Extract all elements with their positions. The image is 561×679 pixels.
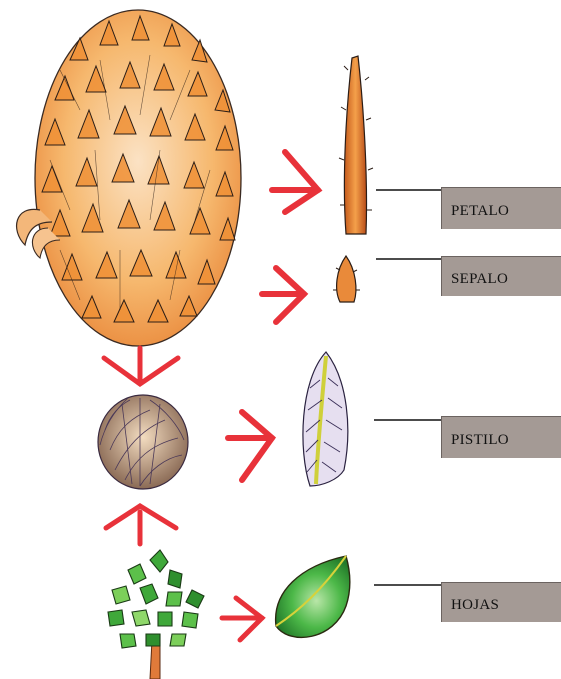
label-pistilo-text: PISTILO <box>451 432 509 449</box>
label-sepalo: SEPALO <box>441 256 561 296</box>
sepal-illustration <box>333 256 360 302</box>
label-hojas-text: HOJAS <box>451 597 499 614</box>
leaf-illustration <box>276 556 350 637</box>
label-petalo: PETALO <box>441 187 561 229</box>
arrow-to-pistilo <box>228 412 272 480</box>
petal-illustration <box>339 56 373 234</box>
connector-lines <box>374 190 441 585</box>
label-pistilo: PISTILO <box>441 416 561 458</box>
label-hojas: HOJAS <box>441 582 561 622</box>
arrow-up-leaves-to-bud <box>106 506 176 544</box>
flower-cone-illustration <box>17 10 241 346</box>
arrow-to-hojas <box>222 598 262 640</box>
label-sepalo-text: SEPALO <box>451 271 508 288</box>
leaf-cluster-illustration <box>108 550 204 679</box>
arrow-to-sepalo <box>262 268 304 322</box>
bud-illustration <box>98 395 188 489</box>
label-petalo-text: PETALO <box>451 203 509 220</box>
arrow-to-petalo <box>272 152 318 212</box>
arrow-down-cone-to-bud <box>104 348 178 384</box>
pistil-illustration <box>303 352 348 486</box>
